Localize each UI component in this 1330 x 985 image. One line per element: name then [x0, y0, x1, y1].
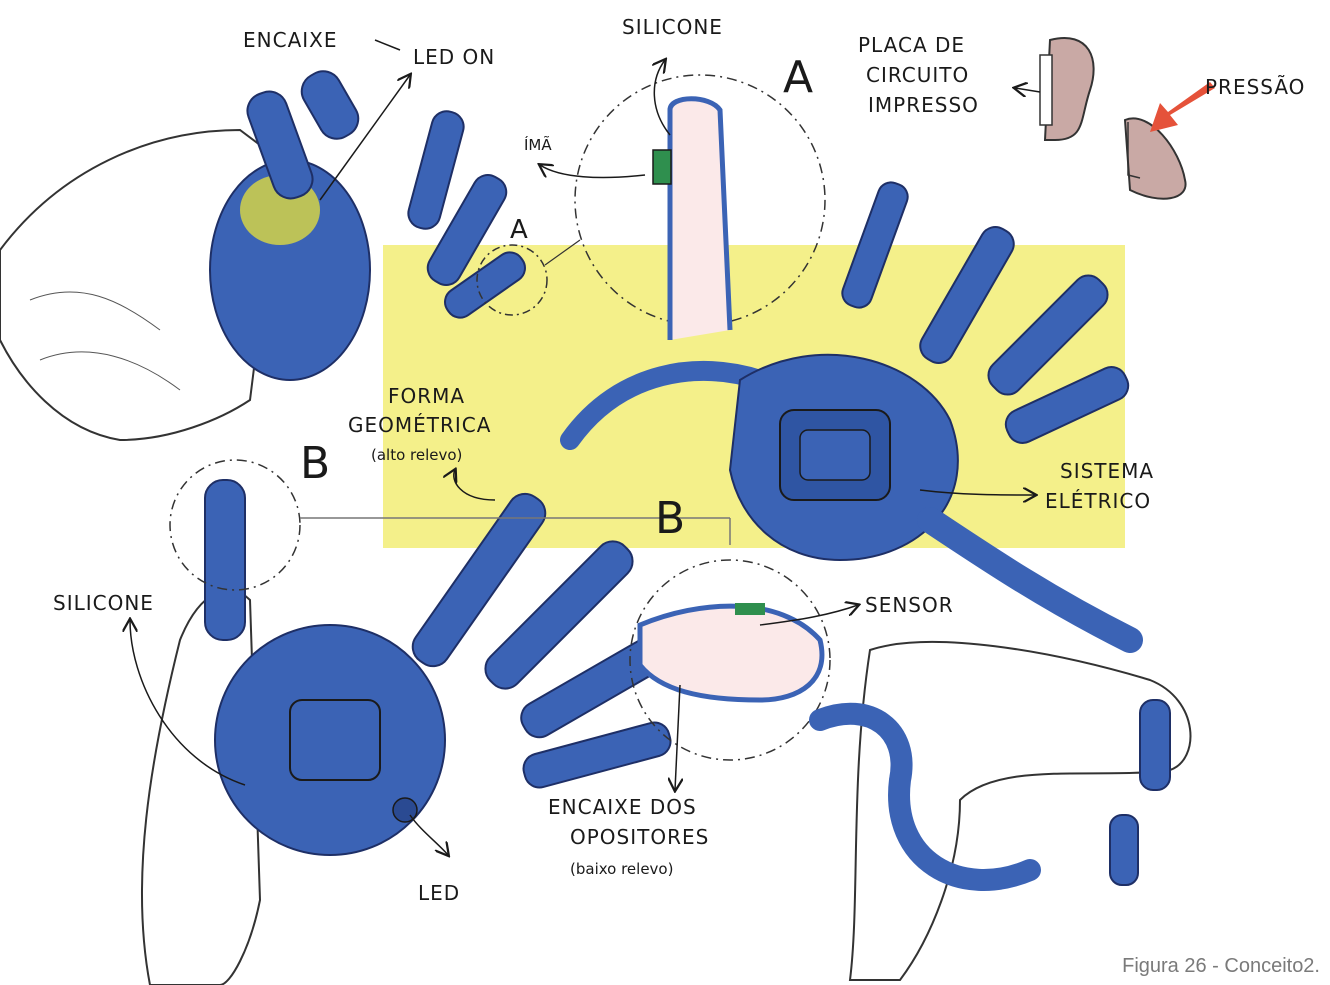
label-letter-b-left: B — [300, 438, 330, 489]
label-ima: ÍMÃ — [524, 135, 552, 154]
sensor-icon — [735, 603, 765, 615]
label-sistema-line1: SISTEMA — [1060, 459, 1154, 483]
figure-caption: Figura 26 - Conceito2. — [1000, 955, 1320, 978]
label-letter-b-center: B — [655, 493, 685, 544]
label-placa-line1: PLACA DE — [858, 33, 965, 57]
label-pressao: PRESSÃO — [1205, 75, 1305, 99]
hand-bottom-right — [820, 642, 1190, 980]
label-sensor: SENSOR — [865, 593, 954, 617]
label-encaixe-dos-line1: ENCAIXE DOS — [548, 795, 697, 819]
label-forma-line3: (alto relevo) — [371, 446, 462, 464]
label-forma-line2: GEOMÉTRICA — [348, 413, 491, 437]
label-encaixe: ENCAIXE — [243, 28, 337, 52]
label-led: LED — [418, 881, 460, 905]
label-silicone-left: SILICONE — [53, 591, 154, 615]
label-placa-line2: CIRCUITO — [866, 63, 969, 87]
label-encaixe-dos-line3: (baixo relevo) — [570, 860, 673, 878]
label-silicone-top: SILICONE — [622, 15, 723, 39]
label-letter-a-big: A — [783, 52, 813, 103]
label-led-on: LED ON — [413, 45, 495, 69]
label-sistema-line2: ELÉTRICO — [1045, 489, 1151, 513]
label-placa-line3: IMPRESSO — [868, 93, 979, 117]
label-letter-a-small: A — [510, 215, 529, 245]
label-encaixe-dos-line2: OPOSITORES — [570, 825, 709, 849]
magnet-icon — [653, 150, 671, 184]
label-forma-line1: FORMA — [388, 384, 465, 408]
